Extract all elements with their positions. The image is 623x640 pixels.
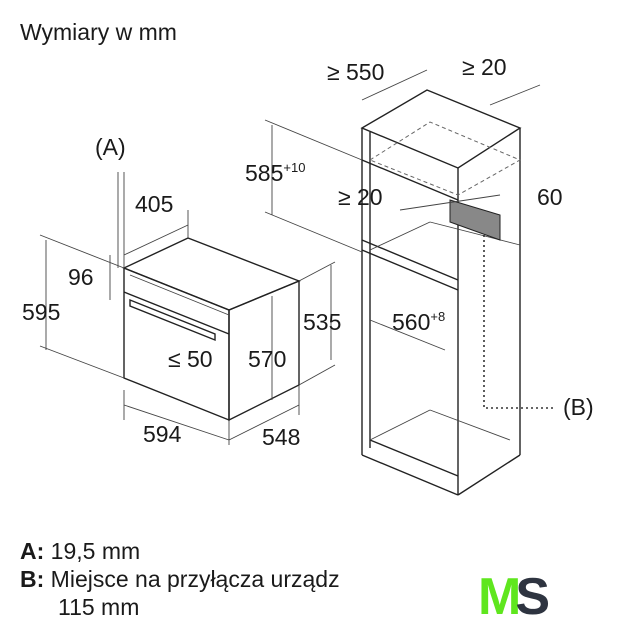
legend-text: Miejsce na przyłącza urządz: [50, 566, 340, 592]
label-b: (B): [563, 394, 594, 420]
dim-body-depth: 570: [248, 346, 286, 372]
legend-b-value: 115 mm: [58, 594, 140, 620]
legend-key: A:: [20, 538, 45, 564]
logo-letter-s: S: [515, 568, 550, 626]
legend-text: 19,5 mm: [50, 538, 141, 564]
dim-door-projection: ≤ 50: [168, 346, 213, 372]
dim-oven-height: 595: [22, 299, 60, 325]
diagram-title: Wymiary w mm: [20, 19, 177, 45]
legend-b: B: Miejsce na przyłącza urządz: [20, 565, 415, 593]
dim-oven-depth-top: 405: [135, 191, 173, 217]
cabinet-drawing: [360, 89, 555, 496]
dim-oven-depth: 548: [262, 424, 300, 450]
dim-vent-opening: 60: [537, 184, 563, 210]
oven-drawing: [122, 237, 301, 422]
logo-letter-m: M: [478, 568, 521, 626]
dim-panel-height: 96: [68, 264, 94, 290]
dim-cabinet-depth: ≥ 550: [327, 59, 384, 85]
dim-cabinet-gap-top: ≥ 20: [462, 54, 507, 80]
legend-key: B:: [20, 566, 45, 592]
dim-niche-width: 560+8: [392, 309, 445, 335]
ms-logo: MS: [478, 567, 550, 627]
label-a: (A): [95, 134, 126, 160]
dim-oven-body-height: 535: [303, 309, 341, 335]
dim-oven-width: 594: [143, 421, 182, 447]
legend-a: A: 19,5 mm: [20, 537, 140, 565]
dimension-lines: [39, 69, 541, 445]
dim-shelf-gap: ≥ 20: [338, 184, 383, 210]
dim-niche-height: 585+10: [245, 160, 305, 186]
